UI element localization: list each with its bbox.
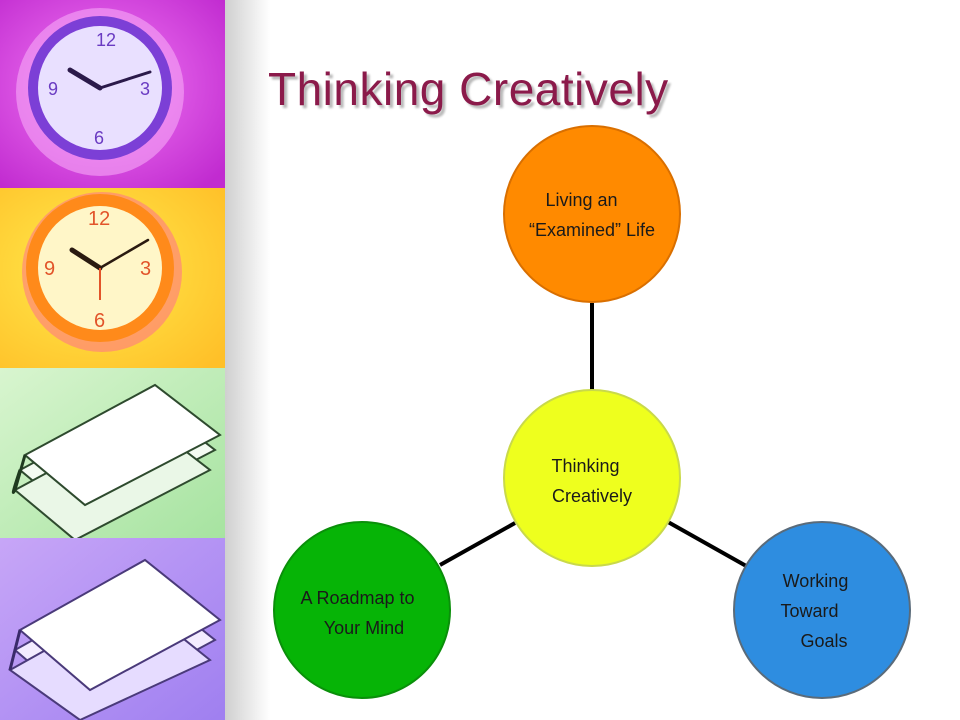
node-label-line: Living an (545, 190, 617, 210)
purple-clock-panel: 12 3 6 9 (0, 0, 228, 188)
node-label-line: Working (783, 571, 849, 591)
green-paper-panel (0, 368, 228, 542)
decorative-photo-strip: 12 3 6 9 12 3 6 9 (0, 0, 228, 720)
node-label: Working Toward Goals (780, 571, 853, 651)
svg-text:6: 6 (94, 310, 105, 332)
svg-text:12: 12 (88, 208, 110, 230)
orange-clock-panel: 12 3 6 9 (0, 188, 228, 368)
node-label: A Roadmap to Your Mind (300, 588, 419, 638)
node-label-line: Thinking (551, 456, 619, 476)
slide-title: Thinking Creatively (268, 63, 669, 115)
node-label: Thinking Creatively (551, 456, 632, 506)
svg-text:3: 3 (140, 258, 151, 280)
svg-text:6: 6 (94, 128, 104, 148)
strip-shadow (225, 0, 270, 720)
violet-paper-panel (0, 538, 228, 720)
clock-icon: 12 3 6 9 (22, 192, 182, 352)
clock-icon: 12 3 6 9 (16, 8, 184, 176)
svg-text:9: 9 (44, 258, 55, 280)
connector-bottom-right (667, 520, 749, 569)
node-label-line: Your Mind (324, 618, 404, 638)
node-working-toward-goals: Working Toward Goals (733, 521, 911, 699)
paper-stack-icon (8, 558, 222, 720)
node-label-line: “Examined” Life (529, 220, 655, 240)
node-thinking-creatively-center: Thinking Creatively (503, 389, 681, 567)
node-label: Living an “Examined” Life (529, 190, 655, 240)
node-roadmap-to-your-mind: A Roadmap to Your Mind (273, 521, 451, 699)
node-label-line: A Roadmap to (300, 588, 414, 608)
node-label-line: Creatively (552, 486, 632, 506)
svg-text:9: 9 (48, 79, 58, 99)
node-label-line: Toward (780, 601, 838, 621)
node-label-line: Goals (800, 631, 847, 651)
svg-text:3: 3 (140, 79, 150, 99)
connector-bottom-left (439, 521, 516, 567)
node-living-examined-life: Living an “Examined” Life (503, 125, 681, 303)
paper-stack-icon (11, 383, 222, 542)
svg-text:12: 12 (96, 30, 116, 50)
